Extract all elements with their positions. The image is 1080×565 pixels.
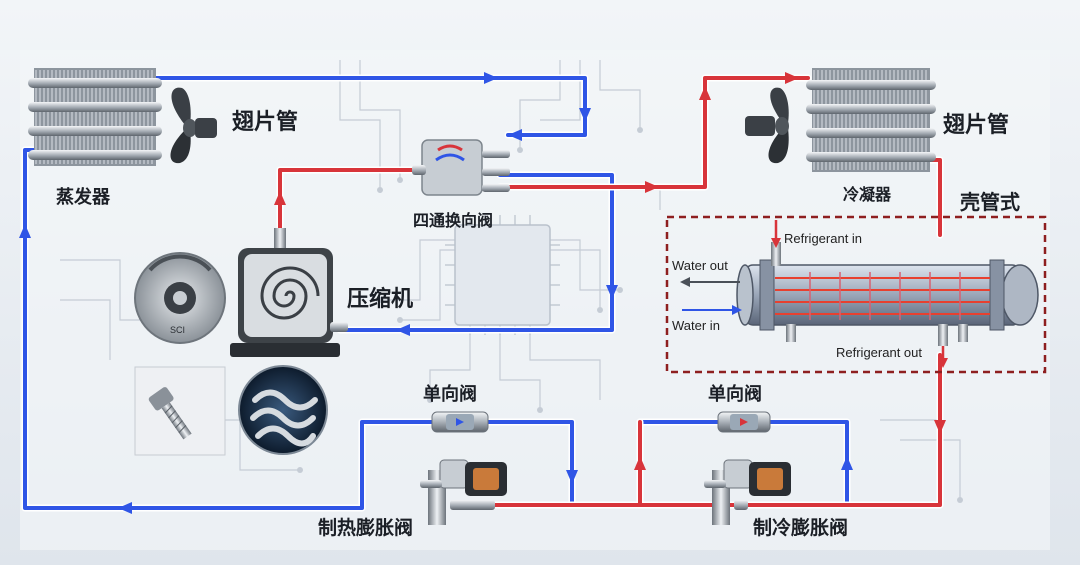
- label-water-out: Water out: [672, 258, 728, 273]
- condenser-fan-icon: [745, 87, 789, 164]
- label-water-in: Water in: [672, 318, 720, 333]
- evaporator-fan-icon: [170, 87, 217, 164]
- label-check-valve-left: 单向阀: [423, 383, 477, 405]
- label-condenser: 冷凝器: [843, 185, 892, 204]
- label-condenser-fin-tube: 翅片管: [943, 112, 1009, 138]
- shell-tube-highlight-box: [665, 215, 1047, 374]
- check-valve-right-icon: [717, 411, 771, 433]
- scroll-brand-text: SCI: [170, 325, 185, 335]
- label-refrigerant-in: Refrigerant in: [784, 231, 862, 246]
- label-refrigerant-out: Refrigerant out: [836, 345, 922, 360]
- check-valve-left-icon: [431, 411, 489, 433]
- label-check-valve-right: 单向阀: [708, 383, 762, 405]
- label-cooling-expansion-valve: 制冷膨胀阀: [753, 516, 848, 539]
- screw-rotor-image: [238, 365, 328, 455]
- bolt-image: [134, 366, 226, 456]
- chip: [454, 224, 551, 326]
- water-arrows: [680, 277, 742, 315]
- four-way-valve-icon: [412, 139, 510, 196]
- label-compressor: 压缩机: [347, 286, 413, 312]
- condenser-fin-tube: [806, 68, 936, 172]
- cooling-expansion-valve-icon: [704, 459, 791, 525]
- hot-flow-arrows: [274, 72, 946, 470]
- scroll-disc-icon: SCI: [134, 252, 226, 344]
- compressor-icon: [230, 228, 348, 357]
- shell-tube-heat-exchanger-icon: [736, 242, 1039, 346]
- label-shell-tube: 壳管式: [959, 190, 1020, 214]
- label-evaporator: 蒸发器: [56, 186, 111, 208]
- label-evaporator-fin-tube: 翅片管: [232, 109, 298, 135]
- cold-flow-arrows: [19, 72, 853, 514]
- refrigerant-arrows: [771, 220, 948, 368]
- heating-expansion-valve-icon: [420, 459, 507, 525]
- label-heating-expansion-valve: 制热膨胀阀: [318, 516, 413, 539]
- evaporator-fin-tube: [28, 68, 162, 166]
- label-four-way-valve: 四通换向阀: [413, 211, 493, 230]
